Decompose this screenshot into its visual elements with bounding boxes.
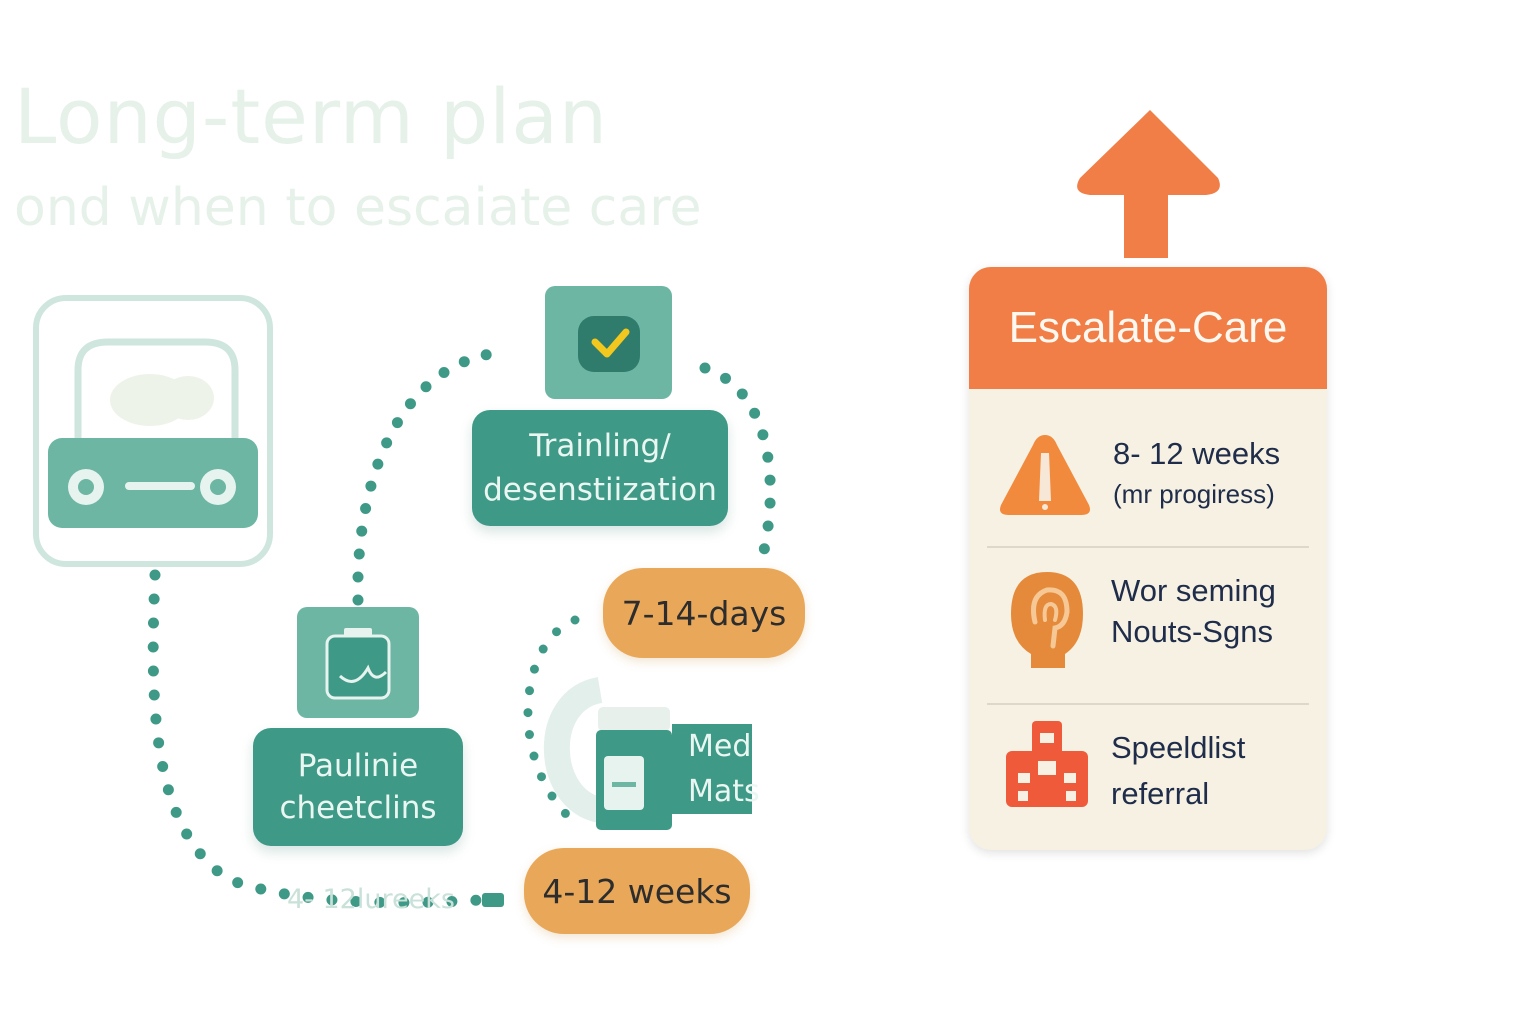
checklist-step: Paulinie cheetclins [253,728,463,846]
page-subtitle: ond when to escaiate care [14,178,702,238]
up-arrow-icon [1077,110,1220,258]
faint-duration-label: 4- 12lureeks [287,884,455,915]
connector-stub [482,893,504,907]
medication-label: Med Mats [688,729,760,809]
page-title: Long-term plan [14,72,609,161]
medication-icon [543,677,752,830]
dotted-connector-inner [523,615,580,828]
car-icon [33,295,273,567]
escalate-row: Wor seming Nouts-Sgns [969,548,1327,703]
escalate-care-card: Escalate-Care 8- 12 weeks (mr progiress)… [969,267,1327,850]
duration-pill-weeks: 4-12 weeks [524,848,750,934]
dotted-connector-loop [352,346,511,606]
escalate-row-line1: 8- 12 weeks [1113,436,1281,471]
dotted-connector-right [699,362,776,561]
escalate-row-line1: Speeldlist [1111,730,1246,765]
duration-pill-days: 7-14-days [603,568,805,658]
head-ear-icon [1011,572,1083,668]
building-icon [1006,721,1088,807]
escalate-row: 8- 12 weeks (mr progiress) [969,389,1327,546]
escalate-row: Speeldlist referral [969,705,1327,850]
training-step: Trainling/ desenstiization [472,410,728,526]
escalate-row-line2: (mr progiress) [1113,479,1275,509]
clipboard-icon [297,607,419,718]
escalate-row-line2: referral [1111,776,1210,811]
escalate-row-line1: Wor seming [1111,573,1276,608]
check-icon [545,286,672,399]
warning-triangle-icon [1000,435,1090,515]
escalate-care-header: Escalate-Care [969,267,1327,389]
escalate-row-line2: Nouts-Sgns [1111,614,1273,649]
